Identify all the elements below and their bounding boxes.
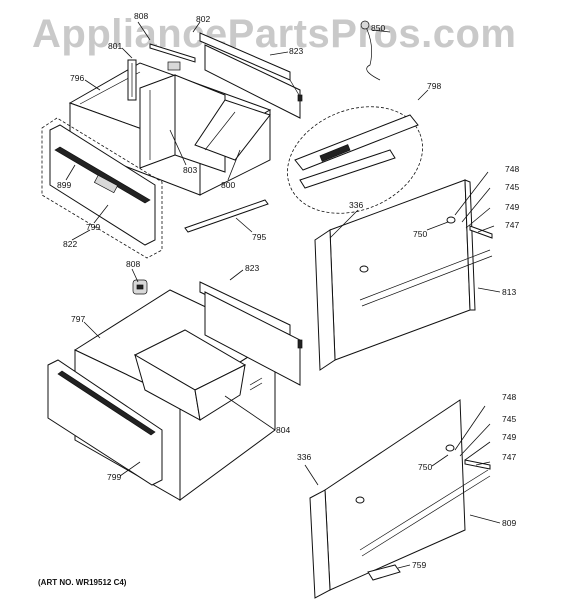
- callout-759: 759: [412, 560, 426, 570]
- clip-808-lower: [132, 279, 148, 295]
- callout-750-lower: 750: [418, 462, 432, 472]
- drawer-front-799-lower: [47, 359, 163, 486]
- door-panel-813: [314, 179, 493, 371]
- handle-747-upper: [469, 225, 493, 239]
- watermark-logo-text: AppliancePartsPros.com: [32, 12, 517, 56]
- trim-759: [367, 564, 401, 581]
- callout-823-lower: 823: [245, 263, 259, 273]
- callout-799-lower: 799: [107, 472, 121, 482]
- art-number-caption: (ART NO. WR19512 C4): [38, 578, 127, 587]
- callout-798: 798: [427, 81, 441, 91]
- callout-803: 803: [183, 165, 197, 175]
- wire-harness-850: [360, 20, 381, 81]
- callout-801: 801: [108, 41, 122, 51]
- slide-rail-823-lower: [199, 281, 303, 386]
- callout-748-lower: 748: [502, 392, 516, 402]
- callout-800: 800: [221, 180, 235, 190]
- clip-808-upper: [167, 61, 181, 71]
- callout-808-lower: 808: [126, 259, 140, 269]
- callout-813: 813: [502, 287, 516, 297]
- callout-808-upper: 808: [134, 11, 148, 21]
- callout-336-upper: 336: [349, 200, 363, 210]
- callout-799-upper: 799: [86, 222, 100, 232]
- callout-749-upper: 749: [505, 202, 519, 212]
- crisper-bin-804: [133, 329, 247, 421]
- callout-745-lower: 745: [502, 414, 516, 424]
- callout-822: 822: [63, 239, 77, 249]
- callout-796: 796: [70, 73, 84, 83]
- drawer-front-assembly-822: [41, 117, 163, 259]
- bracket-802: [149, 43, 196, 63]
- callout-809: 809: [502, 518, 516, 528]
- callout-745-upper: 745: [505, 182, 519, 192]
- callout-802: 802: [196, 14, 210, 24]
- rail-795: [184, 199, 269, 233]
- callout-795: 795: [252, 232, 266, 242]
- callout-850: 850: [371, 23, 385, 33]
- callout-748-upper: 748: [505, 164, 519, 174]
- callout-899: 899: [57, 180, 71, 190]
- callout-750-upper: 750: [413, 229, 427, 239]
- callout-797: 797: [71, 314, 85, 324]
- hinge-801: [127, 59, 137, 101]
- control-panel-798: [287, 106, 423, 214]
- callout-747-lower: 747: [502, 452, 516, 462]
- drawer-divider-800: [194, 99, 271, 161]
- leader-lines: [65, 21, 501, 569]
- door-panel-809: [309, 399, 491, 599]
- callout-804: 804: [276, 425, 290, 435]
- callout-747-upper: 747: [505, 220, 519, 230]
- callout-823-upper: 823: [289, 46, 303, 56]
- callout-749-lower: 749: [502, 432, 516, 442]
- slide-rail-823-upper: [199, 32, 303, 119]
- callout-336-lower: 336: [297, 452, 311, 462]
